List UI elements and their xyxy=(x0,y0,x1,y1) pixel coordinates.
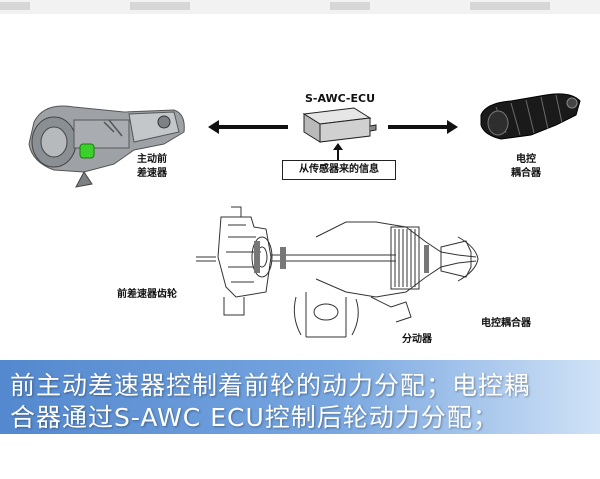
ecu-input-arrow xyxy=(333,143,343,161)
ecu-title: S-AWC-ECU xyxy=(304,92,376,105)
coupler-label-line2: 耦合器 xyxy=(511,168,541,179)
top-strip-mark xyxy=(470,2,550,10)
bottom-margin xyxy=(0,434,600,479)
ecu-box-illustration xyxy=(302,107,377,143)
top-strip xyxy=(0,0,600,14)
sensor-info-box: 从传感器来的信息 xyxy=(282,160,396,180)
top-strip-mark xyxy=(130,2,190,10)
caption-band: 前主动差速器控制着前轮的动力分配；电控耦 合器通过S-AWC ECU控制后轮动力… xyxy=(0,360,600,434)
coupler-bottom-label: 电控耦合器 xyxy=(481,318,531,329)
arrow-to-coupler xyxy=(388,120,458,134)
front-differential-illustration xyxy=(28,105,185,188)
front-diff-label-line2: 差速器 xyxy=(137,168,167,179)
front-diff-label-line1: 主动前 xyxy=(137,154,167,165)
top-strip-mark xyxy=(330,2,370,10)
coupler-label-line1: 电控 xyxy=(516,154,536,165)
transfer-label: 分动器 xyxy=(402,334,432,345)
front-diff-label: 主动前 差速器 xyxy=(132,153,172,181)
arrow-to-front-diff xyxy=(208,120,288,134)
front-gear-label: 前差速器齿轮 xyxy=(117,289,177,300)
caption-line-1: 前主动差速器控制着前轮的动力分配；电控耦 xyxy=(10,371,531,400)
coupler-label: 电控 耦合器 xyxy=(504,153,548,181)
coupler-illustration xyxy=(480,93,581,140)
caption-line-2: 合器通过S-AWC ECU控制后轮动力分配； xyxy=(10,403,499,432)
top-strip-mark xyxy=(0,2,30,10)
transfer-cross-section-drawing xyxy=(196,206,479,338)
